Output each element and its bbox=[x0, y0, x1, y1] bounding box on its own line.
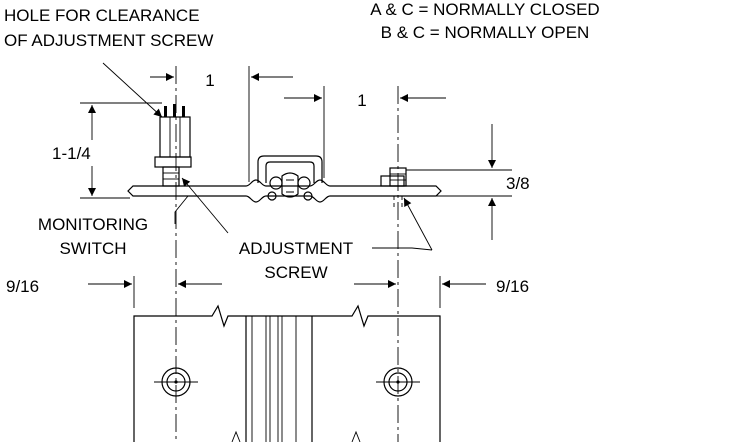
adjustment-screw-label-line1: ADJUSTMENT bbox=[239, 239, 353, 258]
dim-left-width: 1 bbox=[205, 71, 214, 90]
contact-note-open: B & C = NORMALLY OPEN bbox=[381, 23, 590, 42]
hole-note-line2: OF ADJUSTMENT SCREW bbox=[4, 31, 213, 50]
plan-view bbox=[133, 304, 441, 442]
monitoring-switch-label-line2: SWITCH bbox=[59, 239, 126, 258]
adjustment-screw-right bbox=[380, 167, 407, 210]
monitoring-switch-leader-arrow bbox=[181, 177, 229, 234]
dim-left-offset: 9/16 bbox=[6, 277, 39, 296]
dim-plate-height: 3/8 bbox=[506, 174, 530, 193]
mounting-hole-left bbox=[154, 367, 198, 397]
dim-switch-height: 1-1/4 bbox=[52, 144, 91, 163]
dim-right-offset: 9/16 bbox=[496, 277, 529, 296]
monitoring-switch-label-line1: MONITORING bbox=[38, 215, 148, 234]
hole-note-leader bbox=[102, 62, 163, 118]
adjustment-screw-label-line2: SCREW bbox=[264, 263, 327, 282]
contact-note-closed: A & C = NORMALLY CLOSED bbox=[370, 0, 599, 19]
adjustment-screw-leader-arrow bbox=[403, 197, 433, 251]
dim-right-width: 1 bbox=[357, 91, 366, 110]
mounting-plate bbox=[127, 179, 442, 203]
monitoring-switch-leader bbox=[174, 195, 189, 224]
hole-note-line1: HOLE FOR CLEARANCE bbox=[4, 6, 200, 25]
mounting-hole-right bbox=[376, 367, 420, 397]
adjustment-screw-leader bbox=[372, 247, 433, 251]
hinge-clip bbox=[257, 155, 323, 201]
monitoring-switch bbox=[154, 104, 192, 187]
